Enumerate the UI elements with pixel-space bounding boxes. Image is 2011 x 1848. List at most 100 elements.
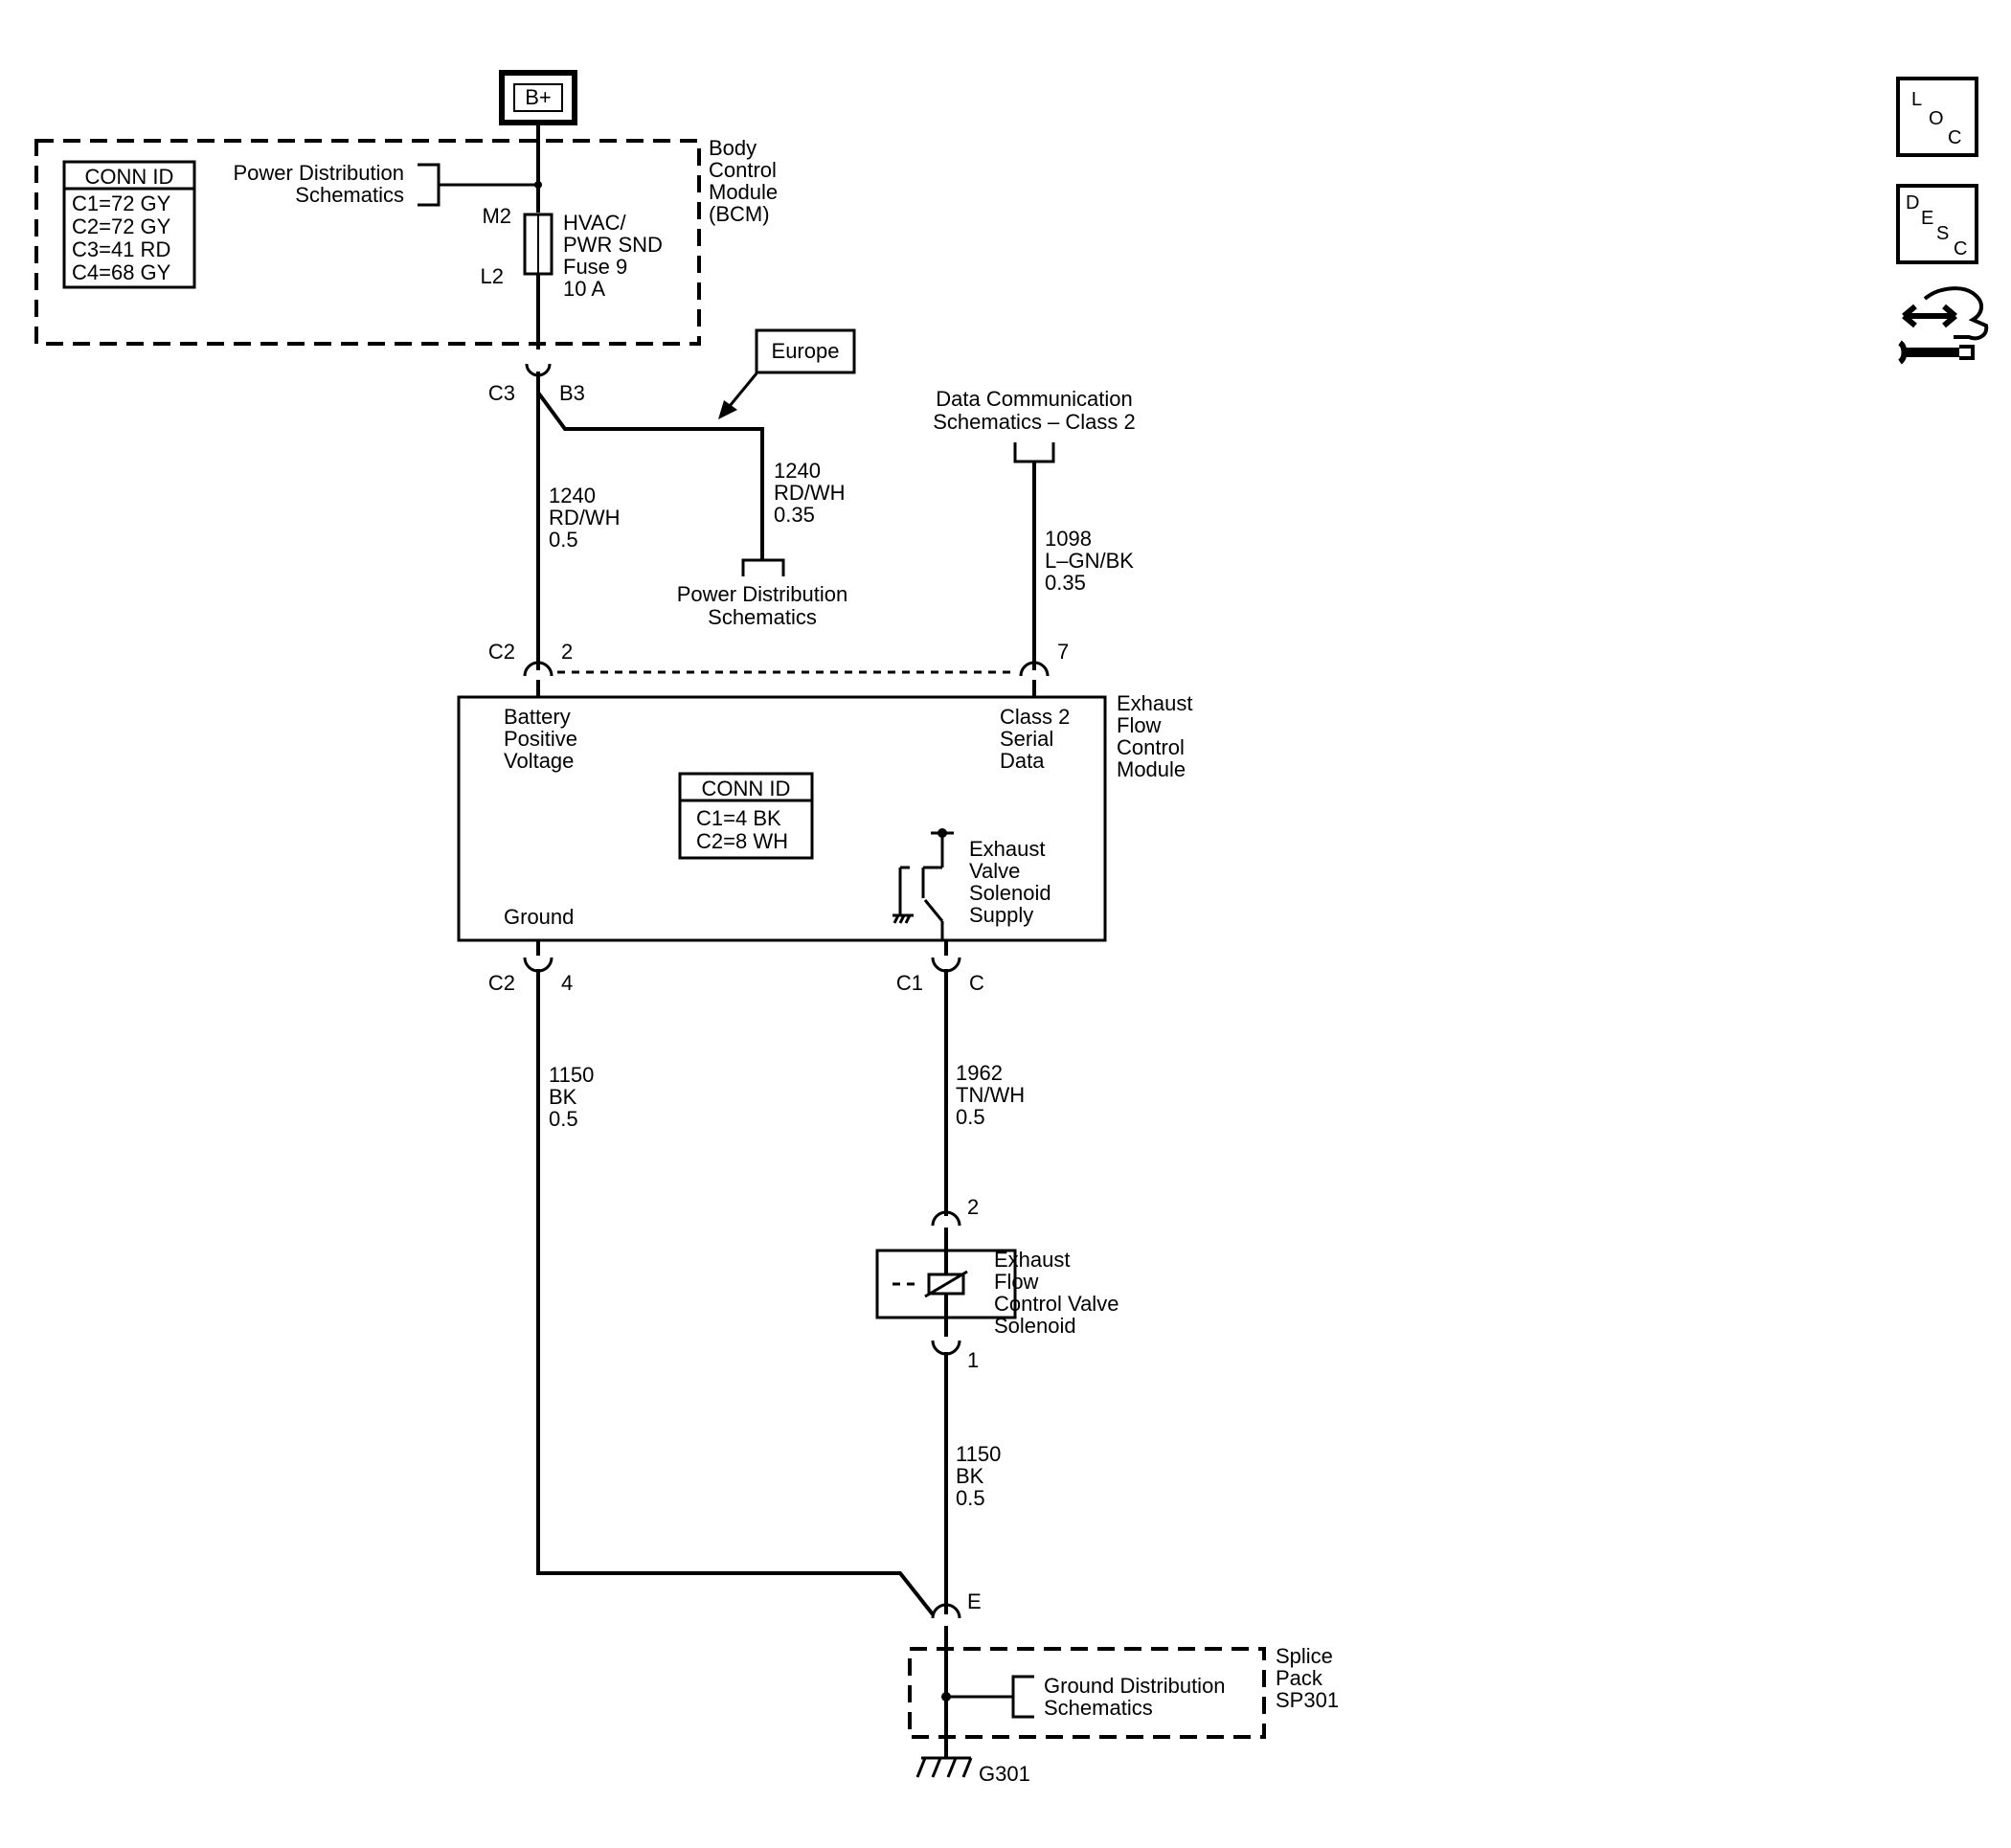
svg-text:Solenoid: Solenoid — [969, 881, 1051, 905]
power-distribution-ref-bottom[interactable]: Power Distribution Schematics — [677, 558, 848, 629]
svg-text:Flow: Flow — [1117, 713, 1162, 737]
svg-text:1150: 1150 — [956, 1442, 1001, 1466]
hand-wrench-icon[interactable] — [1897, 286, 1989, 365]
conn-id-row: C4=68 GY — [72, 260, 171, 284]
svg-text:Exhaust: Exhaust — [969, 837, 1046, 861]
svg-text:2: 2 — [561, 640, 573, 664]
svg-text:0.5: 0.5 — [549, 528, 578, 552]
solenoid-name: Exhaust Flow Control Valve Solenoid — [994, 1248, 1118, 1338]
svg-text:1240: 1240 — [549, 484, 596, 507]
conn-id-row: C3=41 RD — [72, 237, 170, 261]
efcm-conn-id-table: CONN ID C1=4 BK C2=8 WH — [678, 772, 814, 860]
splice-pack-name: Splice Pack SP301 — [1276, 1644, 1339, 1712]
conn-id-row: C1=72 GY — [72, 192, 171, 215]
svg-text:2: 2 — [967, 1195, 979, 1219]
svg-text:RD/WH: RD/WH — [774, 481, 846, 505]
europe-branch-wire — [536, 391, 764, 560]
svg-text:Schematics: Schematics — [708, 605, 817, 629]
svg-text:Class 2: Class 2 — [1000, 705, 1070, 729]
svg-text:Module: Module — [709, 180, 778, 204]
svg-text:1240: 1240 — [774, 459, 821, 483]
svg-text:BK: BK — [549, 1085, 577, 1109]
svg-text:7: 7 — [1057, 640, 1069, 664]
connector-c3-b3: C3 B3 — [488, 363, 585, 405]
desc-icon[interactable]: D E S C — [1896, 184, 1978, 264]
ground-distribution-ref[interactable]: Ground Distribution Schematics — [1011, 1674, 1226, 1720]
wire-label-1962: 1962 TN/WH 0.5 — [956, 1061, 1025, 1129]
svg-text:0.35: 0.35 — [1045, 571, 1086, 595]
svg-text:RD/WH: RD/WH — [549, 506, 621, 530]
bcm-enclosure — [34, 139, 701, 346]
svg-text:PWR SND: PWR SND — [563, 233, 663, 257]
svg-text:1: 1 — [967, 1348, 979, 1372]
svg-text:C1: C1 — [896, 971, 923, 995]
splice-connector-e: E — [931, 1589, 982, 1619]
solenoid-pin-1: 1 — [931, 1340, 979, 1372]
wire-label-1150-left: 1150 BK 0.5 — [549, 1063, 594, 1131]
ground-g301: G301 — [915, 1741, 1030, 1786]
svg-text:Battery: Battery — [504, 705, 571, 729]
svg-text:Fuse 9: Fuse 9 — [563, 255, 627, 279]
fuse-pin-l2: L2 — [481, 264, 504, 288]
solenoid-pin-2: 2 — [931, 1195, 979, 1227]
battery-positive-voltage-label: Battery Positive Voltage — [504, 705, 577, 773]
svg-text:Data Communication: Data Communication — [936, 387, 1132, 411]
svg-text:C: C — [969, 971, 984, 995]
bcm-conn-id-table: CONN ID C1=72 GY C2=72 GY C3=41 RD C4=68… — [62, 160, 196, 289]
svg-text:Exhaust: Exhaust — [994, 1248, 1071, 1272]
svg-text:Valve: Valve — [969, 859, 1020, 883]
svg-text:Europe: Europe — [772, 339, 840, 363]
svg-text:4: 4 — [561, 971, 573, 995]
svg-text:1098: 1098 — [1045, 527, 1092, 551]
connector-c2-pin4: C2 4 — [488, 957, 573, 995]
solenoid-driver-switch — [893, 828, 954, 940]
svg-text:Data: Data — [1000, 749, 1045, 773]
conn-id-row: C2=8 WH — [696, 829, 788, 853]
wire-label-1240-main: 1240 RD/WH 0.5 — [549, 484, 621, 552]
battery-terminal: B+ — [499, 70, 577, 125]
svg-text:Schematics – Class 2: Schematics – Class 2 — [933, 410, 1136, 434]
svg-text:BK: BK — [956, 1464, 984, 1488]
svg-text:Control Valve: Control Valve — [994, 1292, 1118, 1316]
svg-text:TN/WH: TN/WH — [956, 1083, 1025, 1107]
svg-text:Module: Module — [1117, 757, 1186, 781]
svg-text:0.5: 0.5 — [956, 1486, 985, 1510]
svg-text:Serial: Serial — [1000, 727, 1053, 751]
wire-label-1150-right: 1150 BK 0.5 — [956, 1442, 1001, 1510]
connector-c1-pinc: C1 C — [896, 957, 984, 995]
loc-icon[interactable]: L O C — [1896, 77, 1978, 157]
data-communication-ref[interactable]: Data Communication Schematics – Class 2 — [933, 387, 1136, 463]
svg-text:(BCM): (BCM) — [709, 202, 770, 226]
ground-wire-1150-left — [536, 969, 935, 1616]
europe-option-label: Europe — [718, 328, 856, 419]
svg-text:Control: Control — [709, 158, 777, 182]
ground-label: Ground — [504, 905, 574, 929]
svg-text:C3: C3 — [488, 381, 515, 405]
power-distribution-ref-top[interactable]: Power Distribution Schematics — [233, 161, 542, 207]
conn-id-row: C1=4 BK — [696, 806, 781, 830]
svg-text:C2: C2 — [488, 971, 515, 995]
svg-text:Power Distribution: Power Distribution — [677, 582, 848, 606]
svg-text:0.35: 0.35 — [774, 503, 815, 527]
svg-text:Voltage: Voltage — [504, 749, 574, 773]
svg-text:Control: Control — [1117, 735, 1185, 759]
svg-text:B3: B3 — [559, 381, 585, 405]
svg-text:Ground Distribution: Ground Distribution — [1044, 1674, 1226, 1698]
svg-text:L: L — [1911, 89, 1922, 110]
svg-text:Power Distribution: Power Distribution — [233, 161, 404, 185]
svg-text:Positive: Positive — [504, 727, 577, 751]
svg-text:1150: 1150 — [549, 1063, 594, 1087]
connector-c2-pin2: C2 2 — [488, 640, 573, 677]
svg-text:0.5: 0.5 — [956, 1105, 985, 1129]
svg-text:S: S — [1936, 223, 1949, 244]
svg-text:L–GN/BK: L–GN/BK — [1045, 549, 1134, 573]
svg-text:C2: C2 — [488, 640, 515, 664]
svg-text:Supply: Supply — [969, 903, 1033, 927]
conn-id-title: CONN ID — [85, 165, 174, 189]
svg-text:SP301: SP301 — [1276, 1688, 1339, 1712]
svg-text:G301: G301 — [979, 1762, 1030, 1786]
conn-id-row: C2=72 GY — [72, 214, 171, 238]
exhaust-valve-solenoid-supply-label: Exhaust Valve Solenoid Supply — [969, 837, 1051, 927]
wire-label-1240-branch: 1240 RD/WH 0.35 — [774, 459, 846, 527]
svg-text:C: C — [1954, 238, 1967, 259]
